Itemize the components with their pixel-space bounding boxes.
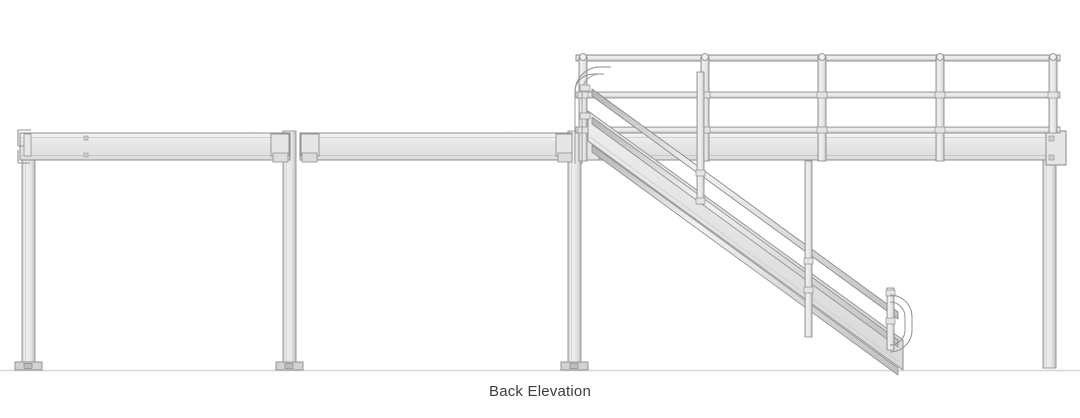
stair-handrail [574,66,913,376]
drawing-caption: Back Elevation [488,383,592,400]
beam-end-angle-left [17,129,32,164]
stair-handrail-mid-rail [591,144,899,376]
handrail-return-bottom [889,294,913,353]
stair-handrail-newel-post [885,287,896,351]
support-column-1 [14,137,43,371]
stair-handrail-post [803,160,814,338]
guardrail-post [816,53,828,162]
guardrail-post [577,53,589,162]
column-base-plate [14,361,43,371]
stair-handrail-post [695,71,706,205]
fastener-mark [83,152,89,158]
stair-handrail-top-rail [591,88,899,320]
support-column-2 [275,130,304,371]
platform-guardrail [575,53,1061,162]
deck-edge-beam [17,129,1067,166]
support-column-3 [560,130,589,371]
handrail-return-top [574,66,611,164]
beam-end-angle-right [1045,130,1067,166]
fastener-mark [83,135,89,141]
column-group [14,130,1057,371]
column-base-plate [275,361,304,371]
guardrail-post [1047,53,1059,134]
support-column-4 [1042,145,1057,369]
stair-to-platform-connection [579,84,591,120]
column-base-plate [560,361,589,371]
stair-handrail-knee-rail [591,116,899,348]
guardrail-post [934,53,946,162]
